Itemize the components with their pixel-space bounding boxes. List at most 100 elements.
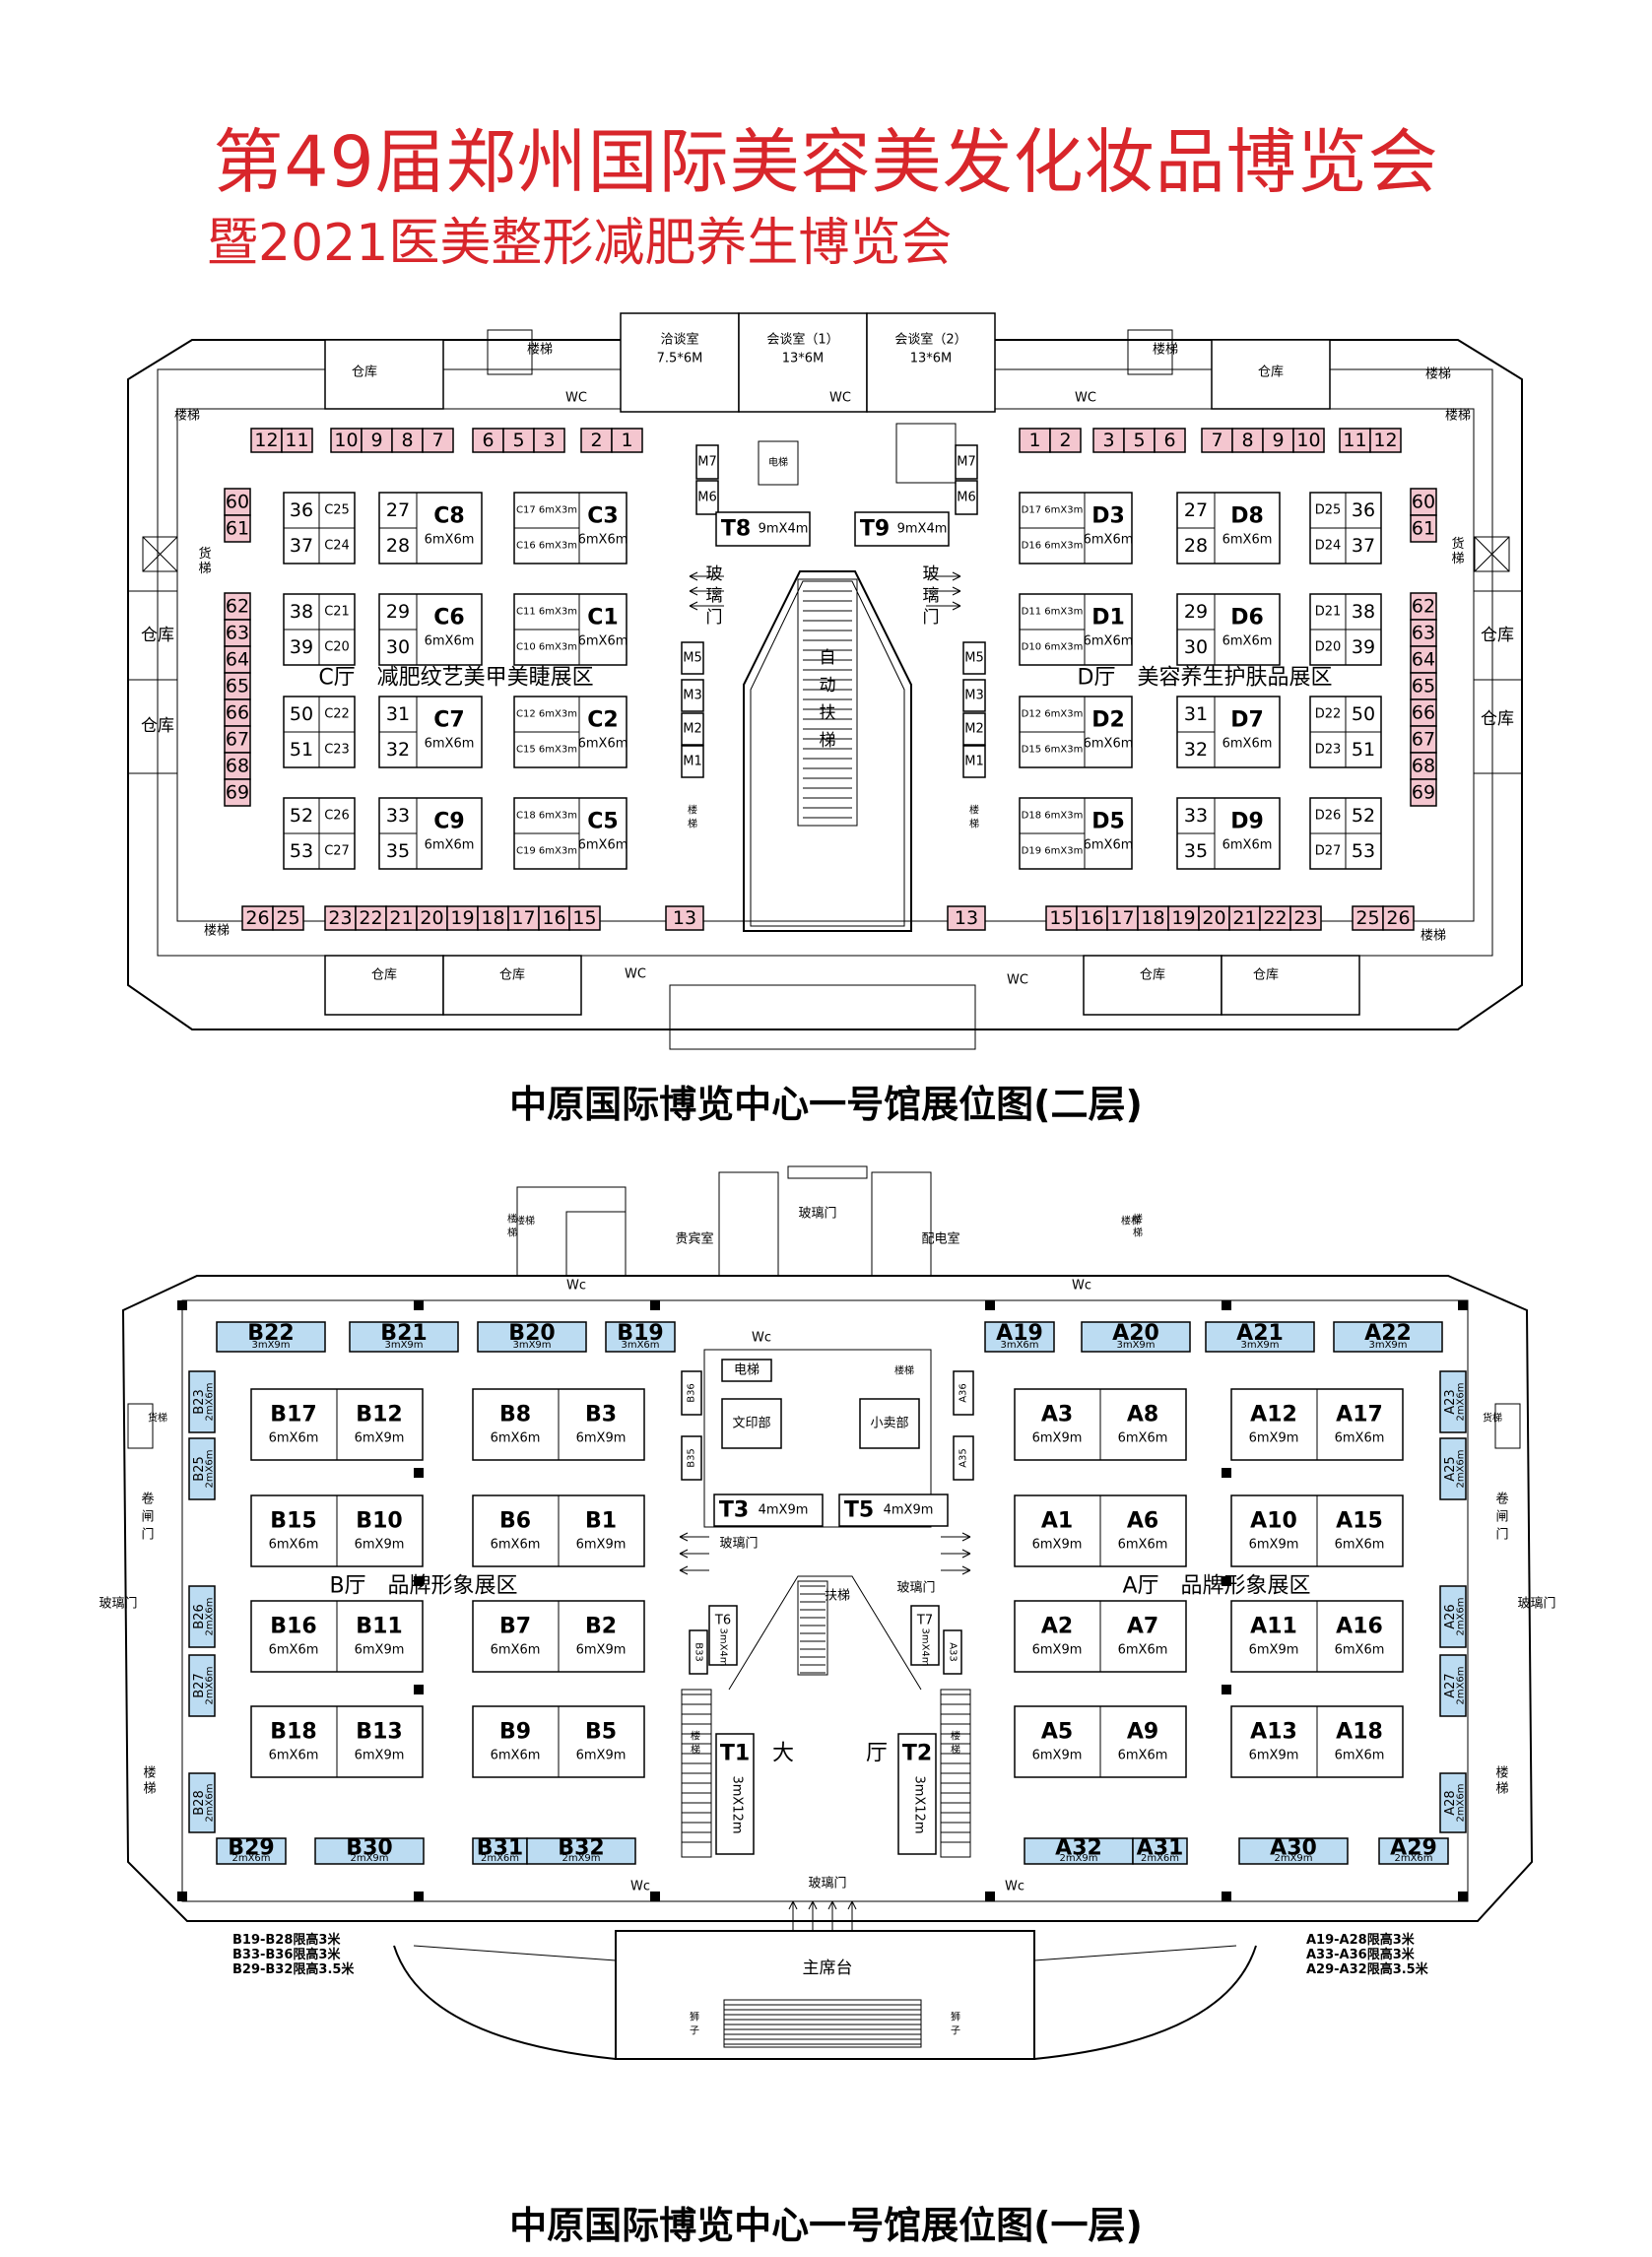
booth-t[interactable] xyxy=(838,1494,949,1527)
booth-pink[interactable] xyxy=(224,592,251,621)
booth-pink[interactable] xyxy=(533,428,565,453)
booth-m[interactable] xyxy=(962,641,986,675)
booth-size: 3mX9m xyxy=(1240,1340,1279,1351)
booth-small[interactable] xyxy=(943,1629,962,1675)
booth-blue[interactable] xyxy=(188,1370,216,1433)
booth-size: 6mX6m xyxy=(1118,1749,1168,1763)
booth-m[interactable] xyxy=(681,712,704,746)
booth-blue[interactable] xyxy=(1205,1321,1315,1353)
booth-pink[interactable] xyxy=(250,428,283,453)
booth-pink[interactable] xyxy=(1198,905,1230,931)
booth-pink[interactable] xyxy=(1137,905,1169,931)
booth-pink[interactable] xyxy=(361,428,393,453)
booth-t[interactable] xyxy=(715,511,811,547)
booth-m[interactable] xyxy=(962,679,986,712)
booth-m[interactable] xyxy=(695,444,719,480)
booth-pink[interactable] xyxy=(1289,905,1322,931)
booth-m[interactable] xyxy=(962,745,986,778)
booth-blue[interactable] xyxy=(188,1437,216,1500)
booth-blue[interactable] xyxy=(1439,1585,1467,1648)
booth-pink[interactable] xyxy=(1410,619,1437,647)
booth-small[interactable] xyxy=(689,1629,708,1675)
booth-pink[interactable] xyxy=(272,905,304,931)
booth-t[interactable] xyxy=(897,1733,937,1855)
booth-t[interactable] xyxy=(715,1733,755,1855)
booth-m[interactable] xyxy=(695,480,719,515)
booth-blue[interactable] xyxy=(1238,1837,1349,1865)
booth-blue[interactable] xyxy=(1378,1837,1449,1865)
booth-pink[interactable] xyxy=(611,428,643,453)
booth-pink[interactable] xyxy=(1292,428,1325,453)
booth-pink[interactable] xyxy=(665,905,704,931)
booth-m[interactable] xyxy=(681,745,704,778)
booth-m[interactable] xyxy=(681,679,704,712)
booth-pink[interactable] xyxy=(1045,905,1078,931)
booth-pink[interactable] xyxy=(1339,428,1371,453)
booth-pink[interactable] xyxy=(224,778,251,807)
booth-blue[interactable] xyxy=(1439,1437,1467,1500)
booth-pink[interactable] xyxy=(224,619,251,647)
booth-block[interactable] xyxy=(1176,797,1281,870)
booth-pink[interactable] xyxy=(422,428,454,453)
booth-pink[interactable] xyxy=(947,905,986,931)
booth-blue[interactable] xyxy=(1132,1837,1188,1865)
booth-pink[interactable] xyxy=(1410,698,1437,727)
booth-pink[interactable] xyxy=(241,905,274,931)
booth-blue[interactable] xyxy=(1081,1321,1191,1353)
booth-blue[interactable] xyxy=(349,1321,459,1353)
booth-blue[interactable] xyxy=(216,1321,326,1353)
booth-t[interactable] xyxy=(713,1494,824,1527)
booth-blue[interactable] xyxy=(477,1321,587,1353)
booth-t[interactable] xyxy=(854,511,950,547)
booth-m[interactable] xyxy=(955,480,978,515)
booth-blue[interactable] xyxy=(188,1772,216,1833)
booth-pink[interactable] xyxy=(330,428,363,453)
booth-pink[interactable] xyxy=(416,905,448,931)
booth-pink[interactable] xyxy=(224,752,251,780)
booth-pink[interactable] xyxy=(1259,905,1291,931)
booth-pink[interactable] xyxy=(1410,514,1437,543)
booth-blue[interactable] xyxy=(1439,1772,1467,1833)
booth-blue[interactable] xyxy=(1024,1837,1134,1865)
booth-blue[interactable] xyxy=(1439,1654,1467,1717)
booth-pink[interactable] xyxy=(224,698,251,727)
booth-pink[interactable] xyxy=(477,905,509,931)
booth-pink[interactable] xyxy=(1154,428,1186,453)
booth-pink[interactable] xyxy=(568,905,601,931)
booth-blue[interactable] xyxy=(605,1321,676,1353)
booth-blue[interactable] xyxy=(984,1321,1055,1353)
booth-pink[interactable] xyxy=(1262,428,1294,453)
booth-pink[interactable] xyxy=(224,725,251,754)
booth-small[interactable] xyxy=(681,1370,702,1416)
booth-blue[interactable] xyxy=(314,1837,425,1865)
booth-blue[interactable] xyxy=(526,1837,636,1865)
booth-pink[interactable] xyxy=(224,645,251,674)
booth-pink[interactable] xyxy=(391,428,424,453)
booth-pink[interactable] xyxy=(1382,905,1415,931)
booth-blue[interactable] xyxy=(1439,1370,1467,1433)
booth-pink[interactable] xyxy=(1231,428,1264,453)
booth-small[interactable] xyxy=(681,1435,702,1481)
booth-t[interactable] xyxy=(708,1605,738,1666)
booth-t[interactable] xyxy=(910,1605,940,1666)
booth-pink[interactable] xyxy=(1049,428,1082,453)
booth-pink[interactable] xyxy=(538,905,570,931)
booth-pink[interactable] xyxy=(224,488,251,516)
booth-pink[interactable] xyxy=(1369,428,1402,453)
booth-blue[interactable] xyxy=(188,1585,216,1648)
booth-pink[interactable] xyxy=(224,514,251,543)
booth-blue[interactable] xyxy=(216,1837,287,1865)
booth-blue[interactable] xyxy=(1333,1321,1443,1353)
booth-m[interactable] xyxy=(681,641,704,675)
booth-blue[interactable] xyxy=(188,1654,216,1717)
booth-m[interactable] xyxy=(962,712,986,746)
booth-pink[interactable] xyxy=(1410,778,1437,807)
booth-pink[interactable] xyxy=(281,428,313,453)
booth-size: 6mX6m xyxy=(269,1643,319,1658)
booth-pink[interactable] xyxy=(385,905,418,931)
booth-pink[interactable] xyxy=(1123,428,1156,453)
booth-blue[interactable] xyxy=(472,1837,528,1865)
booth-small[interactable] xyxy=(953,1370,974,1416)
booth-pink[interactable] xyxy=(324,905,357,931)
booth-small[interactable] xyxy=(953,1435,974,1481)
